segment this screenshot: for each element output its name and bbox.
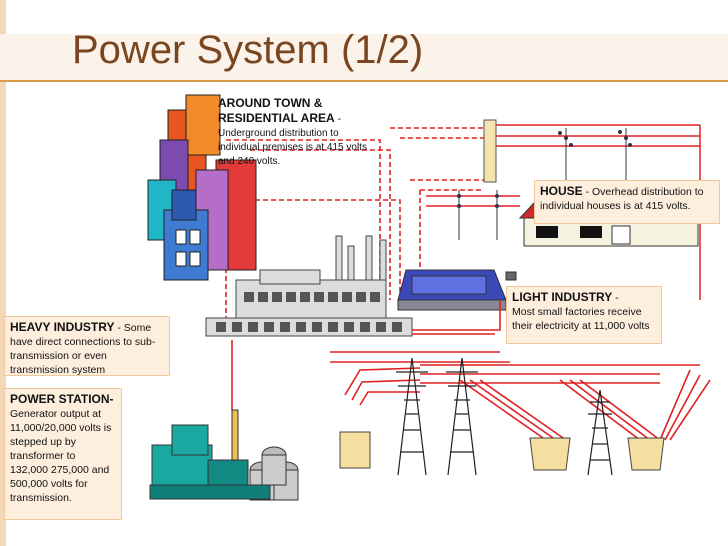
town-text: Underground distribution to individual p… [218, 128, 367, 167]
factory-windows [216, 292, 402, 332]
town-buildings-icon [147, 94, 257, 281]
feeder-lines [120, 300, 711, 441]
heavy-industry-heading: HEAVY INDUSTRY [10, 320, 115, 334]
house-overhead-lines [426, 124, 701, 300]
power-station-heading: POWER STATION- [10, 392, 114, 406]
town-heading: AROUND TOWN & [218, 96, 323, 110]
heavy-industry-text: - Some have direct connections to sub-tr… [10, 322, 156, 376]
house-heading: HOUSE [540, 184, 583, 198]
town-label: AROUND TOWN & RESIDENTIAL AREA - Undergr… [218, 96, 373, 168]
power-station-icon [149, 409, 299, 501]
transmission-tower-icon [396, 357, 613, 476]
power-station-text: Generator output at 11,000/20,000 volts … [10, 408, 112, 504]
heavy-industry-label: HEAVY INDUSTRY - Some have direct connec… [4, 316, 170, 376]
town-heading-2: RESIDENTIAL AREA [218, 111, 335, 125]
light-industry-icon [397, 269, 517, 311]
substation-post [483, 119, 497, 183]
light-industry-text: Most small factories receive their elect… [512, 306, 650, 332]
accent-strip [0, 0, 6, 546]
town-dash: - [334, 113, 342, 125]
light-industry-dash: - [612, 292, 619, 304]
power-station-label: POWER STATION- Generator output at 11,00… [4, 388, 122, 520]
light-industry-heading: LIGHT INDUSTRY [512, 290, 613, 304]
house-text: - Overhead distribution to individual ho… [540, 186, 704, 212]
light-industry-label: LIGHT INDUSTRY - Most small factories re… [506, 286, 662, 344]
title-divider [0, 80, 728, 82]
slide-title: Power System (1/2) [72, 28, 424, 72]
house-label: HOUSE - Overhead distribution to individ… [534, 180, 720, 224]
title-bar [0, 34, 728, 80]
transformer-icon [339, 431, 665, 471]
